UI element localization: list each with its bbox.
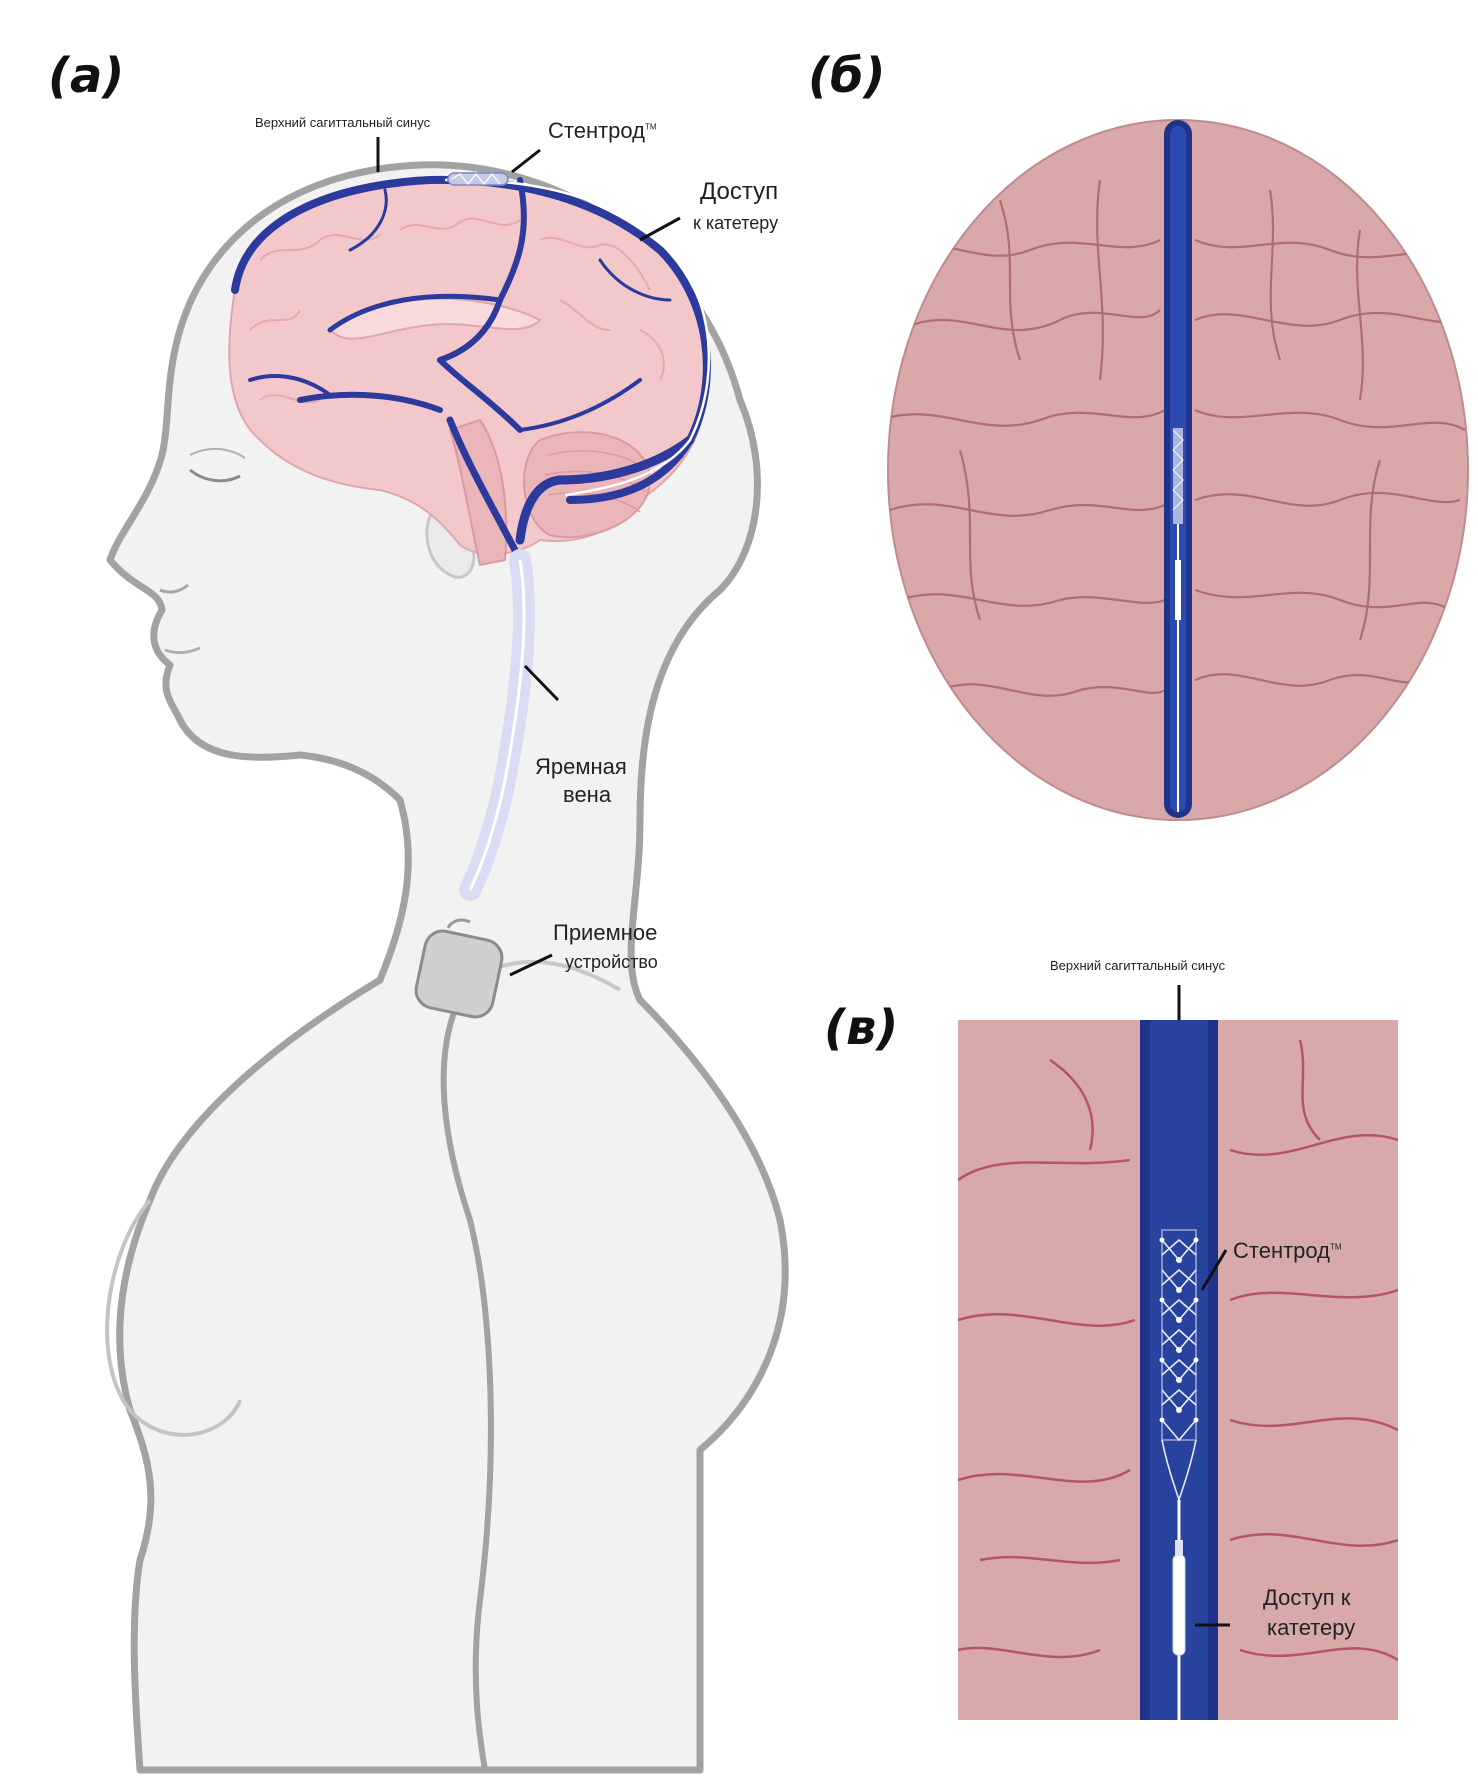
label-stentrode-c-text: Стентрод xyxy=(1233,1238,1331,1263)
label-jugular-2: вена xyxy=(563,782,612,807)
label-access-a-2: к катетеру xyxy=(693,213,779,233)
label-stentrode-a-tm: TM xyxy=(645,122,657,132)
label-receiver-2: устройство xyxy=(565,952,658,972)
receiver-device xyxy=(414,929,504,1019)
brain-top-view xyxy=(887,119,1469,821)
label-jugular-1: Яремная xyxy=(535,754,627,779)
leader-lines-a xyxy=(376,137,681,977)
label-stentrode-c: СтентродTM xyxy=(1233,1238,1342,1264)
catheter xyxy=(444,178,711,901)
label-stentrode-a-text: Стентрод xyxy=(548,118,646,143)
label-stentrode-a: СтентродTM xyxy=(548,118,657,144)
stentrode-device-a xyxy=(447,172,509,186)
label-access-a-1: Доступ xyxy=(700,178,779,205)
label-access-c-2: катетеру xyxy=(1267,1615,1356,1640)
label-sss-c: Верхний сагиттальный синус xyxy=(1050,958,1226,973)
panel-label-a: (а) xyxy=(48,48,125,104)
stentrode-electrodes xyxy=(1159,1237,1199,1423)
label-receiver-1: Приемное xyxy=(553,920,658,945)
cerebral-veins xyxy=(231,175,711,564)
label-stentrode-c-tm: TM xyxy=(1330,1242,1342,1252)
panel-label-c: (в) xyxy=(824,1000,899,1056)
leader-lines-c xyxy=(1177,985,1230,1627)
label-access-c-1: Доступ к xyxy=(1263,1585,1351,1610)
closeup-panel xyxy=(958,1020,1398,1720)
label-sss-a: Верхний сагиттальный синус xyxy=(255,115,431,130)
panel-label-b: (б) xyxy=(808,48,886,104)
